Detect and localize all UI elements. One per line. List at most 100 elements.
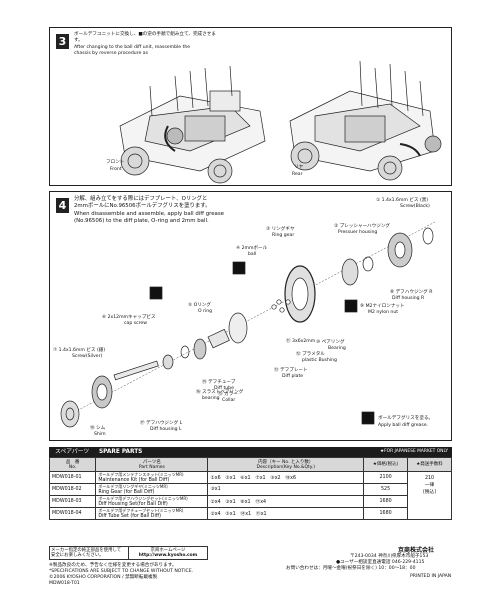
part-12-label: ⑫ プラメタル (296, 352, 325, 357)
row-name-ja: ボールデフ用デフチューブセット(ミニッツMR) (98, 508, 184, 513)
part-7-label-en: Screw(Silver) (72, 354, 103, 359)
part-18-label-en: Shim (94, 432, 106, 437)
step4-text-ja2: 2mmボールにNo.96506ボールデフグリスを塗ります。 (74, 203, 211, 209)
row-name-ja: ボールデフ用デフハウジングセット(ミニッツMR) (98, 496, 188, 501)
row-code: MDW018-04 (48, 507, 97, 520)
header-code-ja: 品 番 (65, 459, 80, 465)
disclaimer-ja: ※製品改良のため、予告なく仕様を変更する場合があります。 (49, 563, 177, 568)
part-2-label: ② プレッシャーハウジング (334, 224, 391, 229)
part-15-label-en: Collar (222, 398, 236, 403)
part-4-label: ④ 2mmボール (236, 246, 268, 251)
part-13-label: ⑬ デフプレート (274, 368, 308, 373)
company-name: 京商株式会社 (398, 547, 435, 554)
front-label-en: Front (110, 167, 122, 172)
row-name: ボールデフ用メンテナンスキット(ミニッツMR)Maintenance Kit (… (95, 471, 209, 484)
part-3-label: ③ リングギヤ (266, 227, 295, 232)
part-5-label-en: O ring (198, 309, 213, 314)
step3-text-en1: After changing to the ball diff unit, re… (74, 45, 191, 50)
genuine-parts-note: メーカー指定の純正部品を使用して 安全にお楽しみください。 (49, 546, 129, 560)
row-name-en: Diff Housing Set(for Ball Diff) (98, 502, 168, 507)
header-price: ★価格(税込) (372, 462, 399, 467)
support-hours: お問い合わせは：月曜～金曜(祝祭日を除く) 10：00～18：00 (286, 566, 416, 571)
part-8-label: ⑧ デフハウジング R (390, 290, 433, 295)
part-5-label: ⑤ Oリング (188, 303, 211, 308)
apply-grease-note-ja: ボールデフグリスを塗る。 (378, 416, 434, 421)
step4-text-ja1: 分解、組み立てをする際にはデフプレート、Oリングと (74, 196, 208, 202)
printed-in: PRINTED IN JAPAN (410, 574, 452, 579)
header-name-en: Part Names (138, 464, 165, 470)
part-9-label: ⑨ M2ナイロンナット (360, 304, 405, 309)
rear-label-ja: リヤ (294, 165, 304, 170)
part-17-label: ⑰ デフハウジング L (140, 421, 183, 426)
header-shipping: ★発送手数料 (416, 462, 443, 467)
doc-number: MDW018-T01 (49, 581, 80, 586)
copyright: ©2006 KYOSHO CORPORATION / 禁無断転載複製 (49, 575, 158, 580)
rear-label-en: Rear (292, 172, 303, 177)
ball-diff-exploded-view (60, 221, 436, 428)
row-code: MDW018-01 (48, 471, 97, 484)
row-name-ja: ボールデフ用メンテナンスキット(ミニッツMR) (98, 472, 184, 477)
website-label: 京商ホームページ (150, 548, 186, 553)
part-13-label-en: Diff plate (282, 374, 304, 379)
part-10-label: ⑩ ペアリング (316, 340, 345, 345)
step3-panel: 3 ボールデフユニットに交換し、■の逆の手順で組み立て、完成させます。 Afte… (49, 27, 452, 186)
part-1-label: ① 1.4x1.6mm ビス (黒) (376, 198, 429, 203)
part-11-label: ⑪ 3x6x2mm (286, 339, 316, 344)
row-name: ボールデフ用リングギヤ(ミニッツMR)Ring Gear (for Ball D… (95, 483, 209, 496)
row-code: MDW018-03 (48, 495, 97, 508)
table-row: MDW018-04 ボールデフ用デフチューブセット(ミニッツMR)Diff Tu… (48, 507, 452, 520)
row-name-en: Ring Gear (for Ball Diff) (98, 490, 155, 495)
step4-text-en2: (No.96506) to the diff plate, O-ring and… (74, 218, 209, 224)
spare-title-ja: スペアパーツ (55, 449, 90, 455)
row-desc: ②x4 ③x1 ⑧x1 ⑰x4 (207, 495, 365, 508)
header-code-en: No. (68, 464, 77, 470)
part-8-label-en: Diff housing R (392, 296, 425, 301)
part-17-label-en: Diff housing L (150, 427, 182, 432)
website-box[interactable]: 京商ホームページ http://www.kyosho.com (128, 546, 208, 560)
spare-title-en: SPARE PARTS (99, 449, 143, 455)
front-label-ja: フロント (106, 160, 125, 165)
step3-text-ja: ボールデフユニットに交換し、■の逆の手順で組み立て、完成させます。 (74, 32, 216, 43)
part-6-label-en: cap screw (124, 321, 148, 326)
row-price: 1680 (363, 495, 409, 508)
part-16-label-en: bearing (202, 396, 220, 401)
row-name: ボールデフ用デフハウジングセット(ミニッツMR)Diff Housing Set… (95, 495, 209, 508)
part-15-label: ⑮ カラー (218, 392, 238, 397)
part-1-label-en: Screw(Black) (400, 204, 430, 209)
part-10-label-en: Bearing (328, 346, 346, 351)
part-18-label: ⑱ シム (90, 426, 106, 431)
shipping-fee-cell: 210 一律 (税込) (407, 471, 452, 520)
company-address: 〒243-0034 神奈川県厚木市船子153 (350, 554, 429, 559)
table-row: MDW018-02 ボールデフ用リングギヤ(ミニッツMR)Ring Gear (… (48, 483, 452, 496)
row-price: 1680 (363, 507, 409, 520)
step3-text-en2: chassis by reverse procedure as (74, 51, 148, 56)
step3-number: 3 (56, 34, 69, 49)
row-desc: ②x4 ⑤x1 ⑭x1 ⑪x1 (207, 507, 365, 520)
genuine-note-line1: メーカー指定の純正部品を使用して (51, 548, 122, 553)
part-6-label: ⑥ 2x12mmキャップビス (102, 315, 156, 320)
header-desc-ja: 内容（キー No. と入り数） (258, 459, 314, 465)
part-3-label-en: Ring gear (272, 233, 295, 238)
row-name-ja: ボールデフ用リングギヤ(ミニッツMR) (98, 484, 168, 489)
step4-text-en1: When disassemble and assemble, apply bal… (74, 211, 224, 217)
part-9-label-en: M2 nylon nut (368, 310, 399, 315)
part-7-label: ⑦ 1.4x1.6mm ビス (銀) (53, 348, 106, 353)
row-desc: ①x6 ⑤x1 ⑥x1 ⑦x1 ⑨x2 ⑱x6 (207, 471, 365, 484)
disclaimer-en: *SPECIFICATIONS ARE SUBJECT TO CHANGE WI… (49, 569, 194, 574)
part-12-label-en: plastic Bushing (302, 358, 337, 363)
part-4-label-en: ball (248, 252, 257, 257)
part-14-label-en: Diff tube (214, 386, 234, 391)
chassis-illustration (119, 60, 442, 184)
step4-panel: 4 分解、組み立てをする際にはデフプレート、Oリングと 2mmボールにNo.96… (49, 191, 452, 441)
table-row: MDW018-03 ボールデフ用デフハウジングセット(ミニッツMR)Diff H… (48, 495, 452, 508)
support-phone: ●ユーザー相談室直通電話 046-229-4115 (336, 560, 425, 565)
row-name-en: Maintenance Kit (for Ball Diff) (98, 478, 170, 483)
part-14-label: ⑭ デフチューブ (202, 380, 236, 385)
row-code: MDW018-02 (48, 483, 97, 496)
step4-number: 4 (56, 198, 69, 213)
apply-grease-note-en: Apply ball diff grease. (378, 423, 429, 428)
website-url[interactable]: http://www.kyosho.com (138, 553, 198, 558)
genuine-note-line2: 安全にお楽しみください。 (51, 553, 104, 558)
row-name-en: Diff Tube Set (for Ball Diff) (98, 514, 161, 519)
